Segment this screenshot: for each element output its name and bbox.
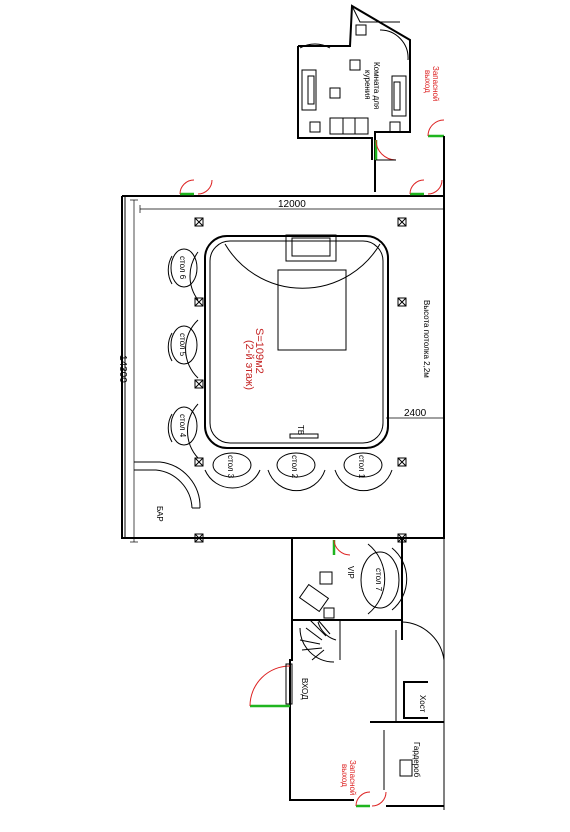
length-dimension: 14300 xyxy=(117,355,128,383)
width-dimension: 12000 xyxy=(278,199,306,210)
table-1-label: стол 1 xyxy=(357,455,366,479)
bar: БАР xyxy=(134,461,201,522)
emergency-exit-bottom-label-2: выход xyxy=(340,764,349,787)
table-7-label: стол 7 xyxy=(374,568,383,592)
table-1: стол 1 xyxy=(334,452,393,492)
tv-label: ТВ xyxy=(296,425,305,435)
table-6-label: стол 6 xyxy=(178,256,187,280)
ceiling-label: Высота потолка 2,2м xyxy=(422,300,431,378)
table-6: стол 6 xyxy=(167,248,199,301)
columns xyxy=(194,217,407,543)
table-3: стол 3 xyxy=(204,452,261,489)
smoking-room-label-2: курения xyxy=(363,70,372,100)
entrance-label: ВХОД xyxy=(300,678,309,700)
smoking-room: Комната для курения xyxy=(297,4,411,192)
bar-label: БАР xyxy=(155,506,164,522)
main-hall: 12000 14300 2400 ТВ S=109м2 (2-й этаж) В… xyxy=(117,179,445,543)
entrance-area: ВХОД Хост Гардероб Запасной выход xyxy=(249,538,445,810)
host-label: Хост xyxy=(418,695,427,713)
emergency-exit-top: Запасной выход xyxy=(423,66,445,138)
inner-dimension: 2400 xyxy=(404,408,427,419)
emergency-exit-bottom-label-1: Запасной xyxy=(348,760,357,795)
table-4: стол 4 xyxy=(167,403,199,459)
vip-room: стол 7 VIP xyxy=(291,538,408,621)
smoking-room-label-1: Комната для xyxy=(372,62,381,109)
table-2-label: стол 2 xyxy=(290,455,299,479)
table-5: стол 5 xyxy=(167,319,199,379)
table-2: стол 2 xyxy=(267,452,326,492)
emergency-exit-top-label-1: Запасной xyxy=(431,66,440,101)
wardrobe-label: Гардероб xyxy=(412,742,421,778)
table-4-label: стол 4 xyxy=(178,414,187,438)
emergency-exit-top-label-2: выход xyxy=(423,70,432,93)
vip-label: VIP xyxy=(346,566,355,579)
area-label: S=109м2 xyxy=(253,328,265,374)
floor-label: (2-й этаж) xyxy=(243,340,255,390)
table-5-label: стол 5 xyxy=(178,333,187,357)
table-3-label: стол 3 xyxy=(226,455,235,479)
